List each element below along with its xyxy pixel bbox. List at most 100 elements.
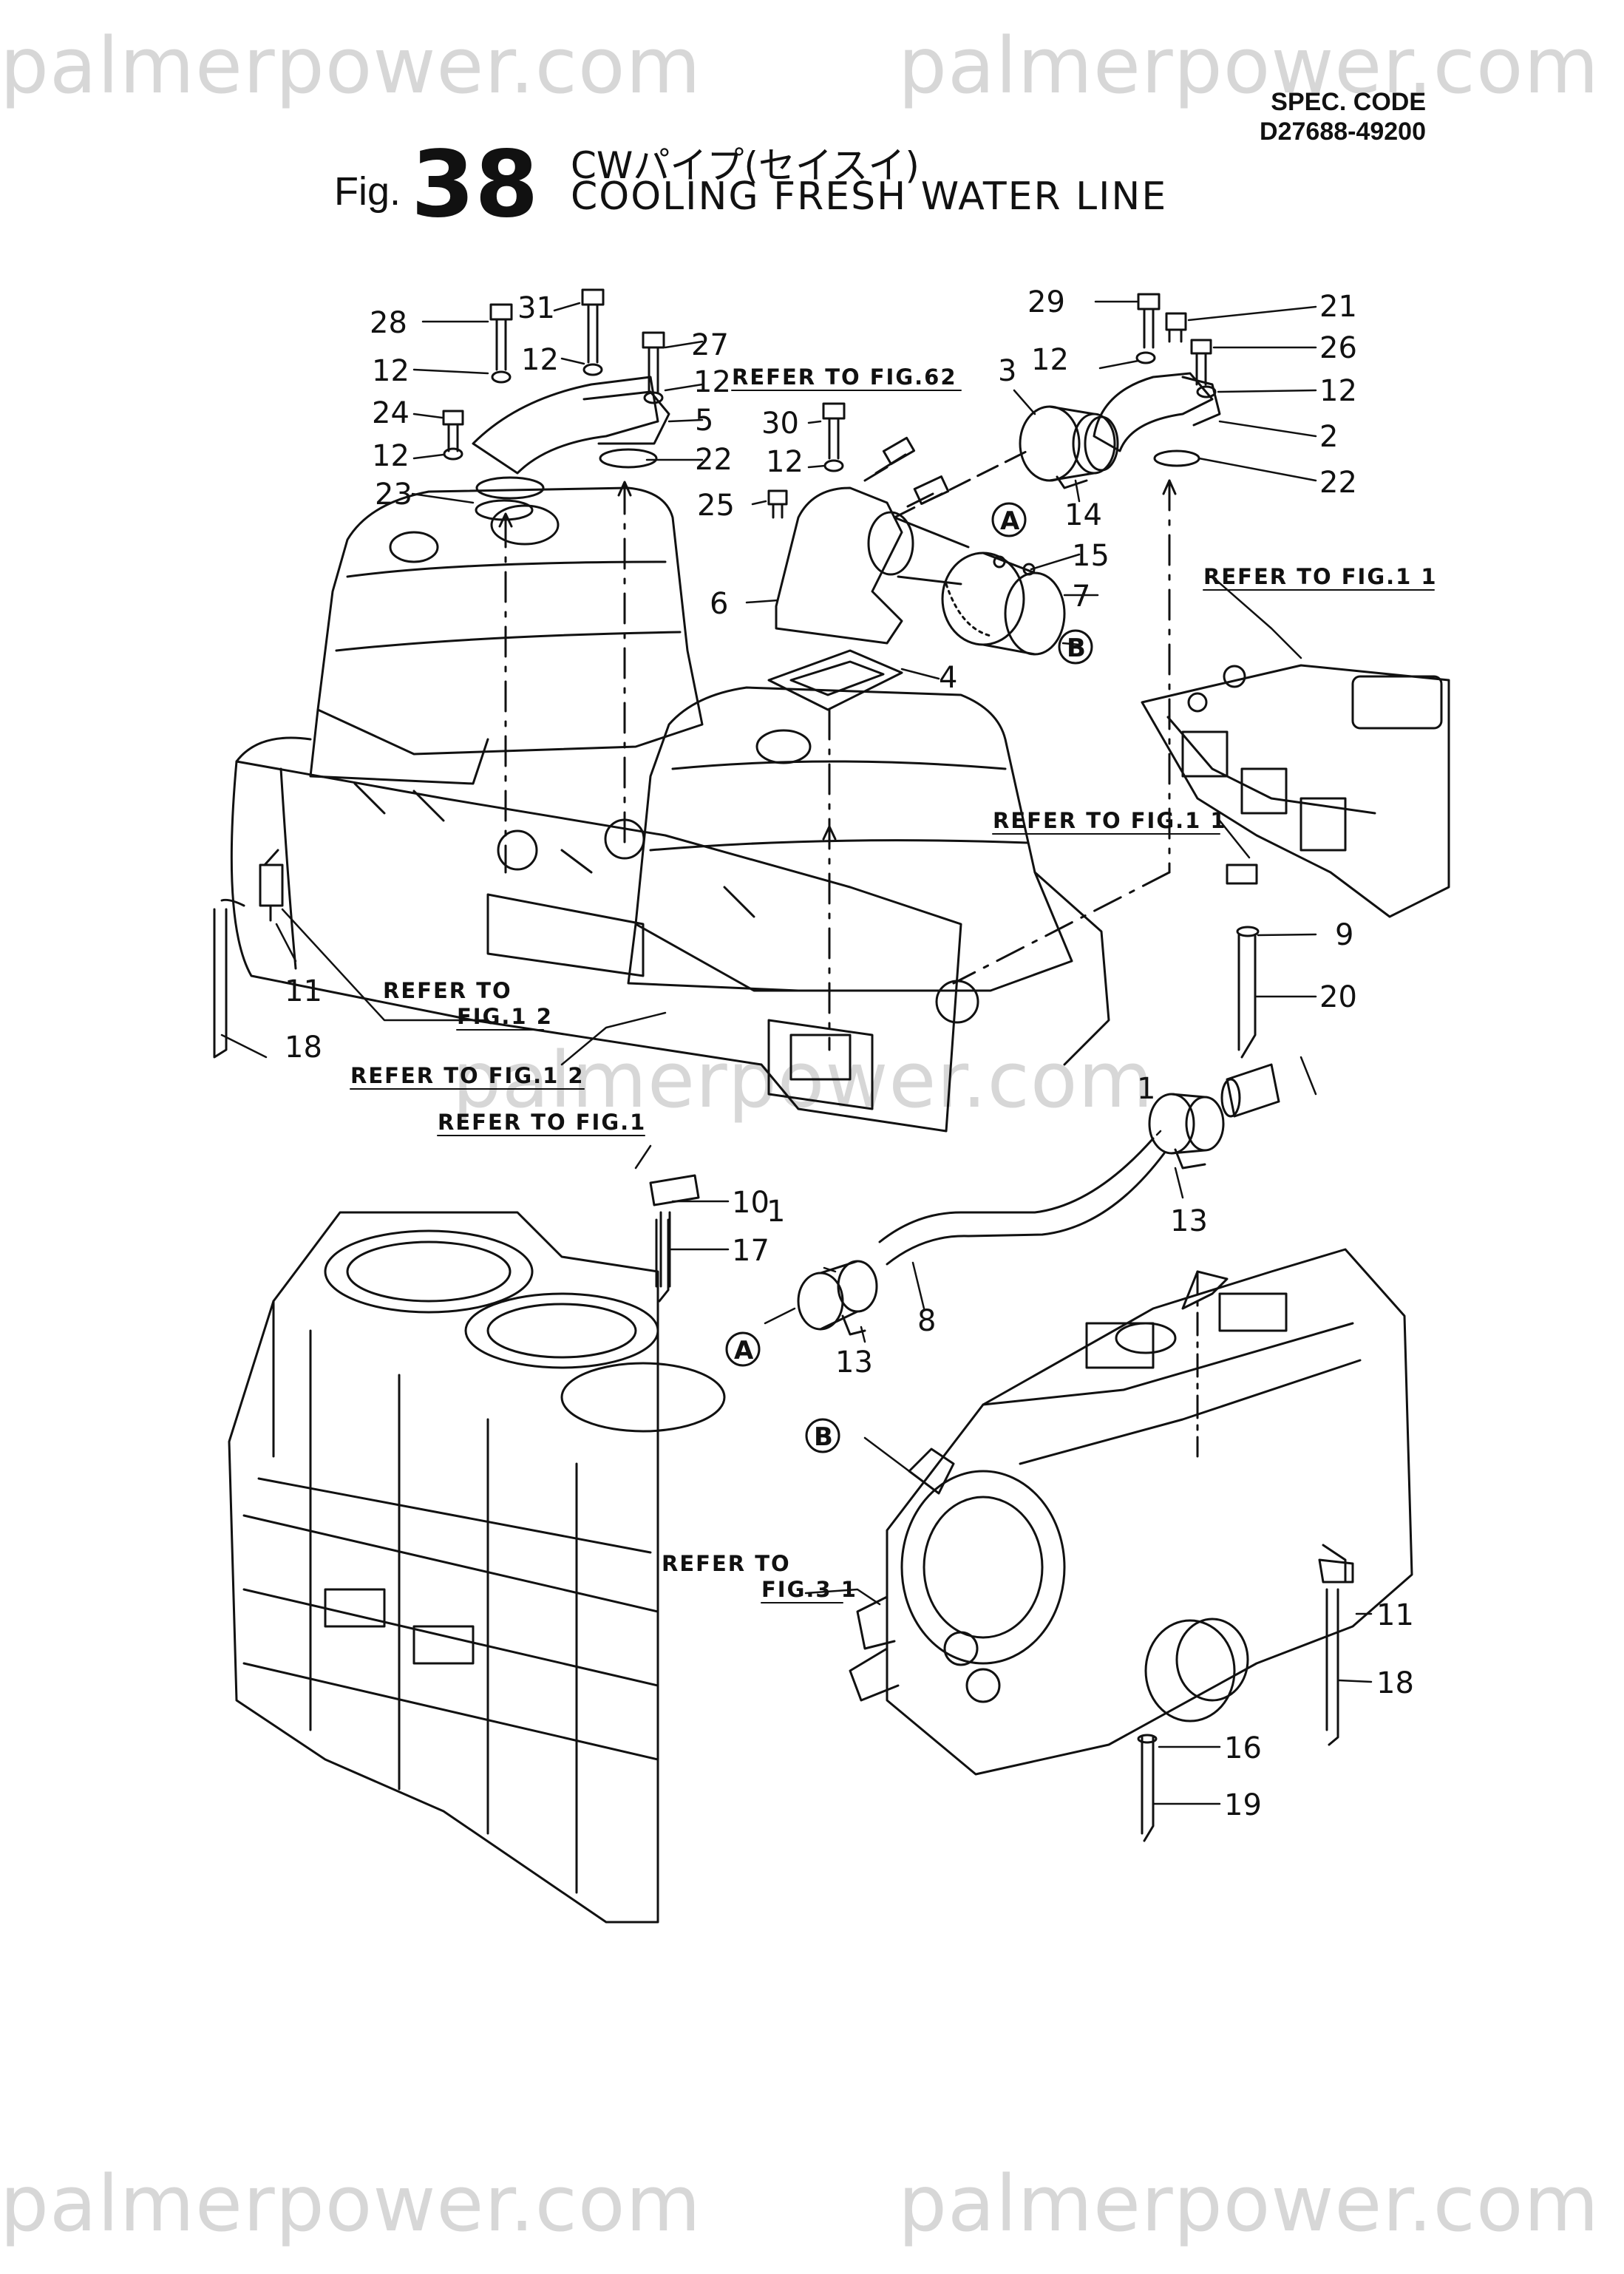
tube-18-left xyxy=(213,898,245,1059)
hose-1-left xyxy=(797,1260,878,1336)
circle-label-b-bottom: B xyxy=(805,1418,840,1453)
part-number: 31 xyxy=(517,291,555,325)
circle-label-text: B xyxy=(1067,634,1086,663)
thermostat-housing-6 xyxy=(775,486,970,645)
bolt-25 xyxy=(767,489,788,519)
part-number: 15 xyxy=(1072,539,1110,573)
part-number: 4 xyxy=(939,661,957,695)
part-number: 13 xyxy=(835,1345,873,1379)
circle-label-text: A xyxy=(734,1336,754,1365)
part-number: 12 xyxy=(521,343,559,377)
part-number: 22 xyxy=(1319,466,1357,500)
fitting-right xyxy=(1220,1063,1280,1118)
part-number: 11 xyxy=(1376,1598,1414,1632)
part-number: 12 xyxy=(693,365,731,399)
part-number: 5 xyxy=(695,404,713,438)
ref-fig12-b: REFER TO FIG.1 2 xyxy=(350,1063,585,1088)
part-number: 10 xyxy=(732,1186,769,1220)
part-number: 6 xyxy=(710,587,728,621)
circle-label-text: A xyxy=(1000,506,1020,536)
cylinder-block xyxy=(228,1211,726,1924)
reference-notes: REFER TO FIG.62 REFER TO FIG.1 1 REFER T… xyxy=(350,364,1438,1602)
ref-fig11-mid: REFER TO FIG.1 1 xyxy=(993,808,1227,833)
ref-fig1: REFER TO FIG.1 xyxy=(438,1110,646,1135)
part-number: 16 xyxy=(1224,1731,1262,1765)
tube-20 xyxy=(1237,934,1257,1059)
drain-plug-11-left xyxy=(259,849,284,922)
part-number: 13 xyxy=(1170,1204,1208,1238)
part-number: 2 xyxy=(1319,420,1338,454)
bolt-31 xyxy=(581,288,605,364)
spec-code-label: SPEC. CODE xyxy=(1271,88,1426,116)
hose-3 xyxy=(1019,405,1116,489)
ref-fig12-a-line1: REFER TO xyxy=(383,978,512,1003)
part-number: 12 xyxy=(1031,343,1069,377)
part-number: 12 xyxy=(372,354,410,388)
part-number: 26 xyxy=(1319,331,1357,365)
exhaust-manifold xyxy=(230,736,979,1133)
part-number: 12 xyxy=(1319,374,1357,408)
washer-12-center xyxy=(823,459,844,472)
part-number: 25 xyxy=(697,489,735,523)
ref-fig11-top: REFER TO FIG.1 1 xyxy=(1203,564,1438,589)
watermark-bottom-left: palmerpower.com xyxy=(0,2159,701,2249)
intake-manifold-right xyxy=(1141,664,1450,918)
circle-label-a-bottom: A xyxy=(725,1331,761,1367)
bolt-30 xyxy=(822,402,846,460)
watermark-top-right: palmerpower.com xyxy=(898,21,1600,111)
washers-12-left xyxy=(443,363,664,461)
part-number: 9 xyxy=(1335,918,1353,952)
ref-fig31-line1: REFER TO xyxy=(662,1551,791,1576)
circle-label-b-top: B xyxy=(1058,629,1093,665)
cylinder-head-front xyxy=(627,686,1110,1066)
pipe-8 xyxy=(878,1137,1166,1266)
part-number: 24 xyxy=(372,396,410,430)
hose-1-right xyxy=(1148,1093,1225,1170)
tube-17 xyxy=(655,1218,670,1303)
fig-number: 38 xyxy=(411,132,539,238)
fitting-10 xyxy=(649,1174,700,1288)
washers-12-right xyxy=(1135,351,1217,398)
part-number: 7 xyxy=(1072,580,1090,614)
part-number: 1 xyxy=(1137,1072,1155,1106)
watermark-top-left: palmerpower.com xyxy=(0,21,701,111)
part-number: 22 xyxy=(695,443,733,477)
title-english: COOLING FRESH WATER LINE xyxy=(571,174,1168,219)
part-number: 20 xyxy=(1319,980,1357,1014)
part-number: 27 xyxy=(691,328,729,362)
water-pipe-left xyxy=(472,376,670,521)
spec-code-value: D27688-49200 xyxy=(1260,118,1426,146)
fig-prefix: Fig. xyxy=(334,169,401,214)
ref-fig12-a-line2: FIG.1 2 xyxy=(457,1004,553,1029)
part-number: 12 xyxy=(372,439,410,473)
spec-code-block: SPEC. CODE D27688-49200 xyxy=(1260,87,1426,146)
circle-label-text: B xyxy=(814,1422,833,1452)
plug-21 xyxy=(1165,312,1187,343)
gasket-4 xyxy=(767,649,903,711)
watermark-bottom-right: palmerpower.com xyxy=(898,2159,1600,2249)
part-number: 11 xyxy=(285,974,322,1008)
bolt-26 xyxy=(1190,339,1212,386)
reference-underlines xyxy=(350,390,1435,1603)
assembly-arrows-left xyxy=(498,481,632,874)
part-number: 19 xyxy=(1224,1788,1262,1822)
part-number: 1 xyxy=(767,1195,785,1229)
bolt-29 xyxy=(1137,293,1161,349)
fitting-9 xyxy=(1226,863,1260,937)
leader-lines xyxy=(220,300,1373,1805)
part-number: 8 xyxy=(917,1304,936,1338)
part-number: 3 xyxy=(998,354,1016,388)
part-number: 28 xyxy=(370,306,407,340)
bolt-27 xyxy=(642,331,665,393)
title-japanese: CWパイプ(セイスイ) xyxy=(571,144,920,187)
circle-label-a-top: A xyxy=(991,502,1027,537)
ref-fig62: REFER TO FIG.62 xyxy=(732,364,957,390)
tube-16-19 xyxy=(1137,1734,1158,1842)
part-number: 18 xyxy=(285,1031,322,1065)
part-number: 30 xyxy=(761,407,799,441)
part-number: 17 xyxy=(732,1234,769,1268)
part-number: 21 xyxy=(1319,290,1357,324)
part-number: 14 xyxy=(1064,498,1102,532)
bolt-28 xyxy=(489,303,513,371)
